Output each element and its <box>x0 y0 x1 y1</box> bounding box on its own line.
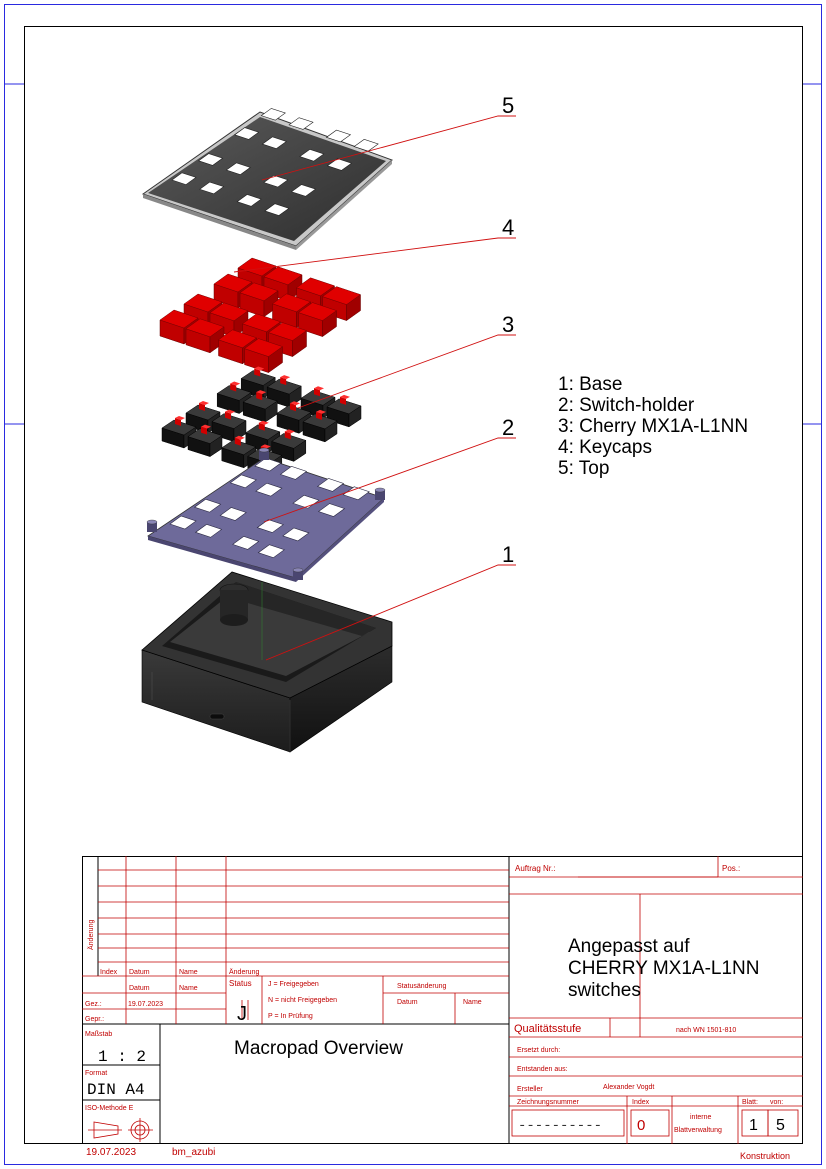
part-keycaps <box>159 257 362 374</box>
footer-user: bm_azubi <box>172 1147 215 1158</box>
projection-symbol-icon <box>88 1118 153 1142</box>
legend-item: 1: Base <box>558 374 622 395</box>
position-label: Pos.: <box>722 864 740 873</box>
status-value: J <box>237 1003 247 1025</box>
status-n: N = nicht Freigegeben <box>268 997 337 1004</box>
index-label: Index <box>632 1099 650 1106</box>
switch <box>211 409 247 443</box>
internal-admin-2: Blattverwaltung <box>674 1127 722 1134</box>
legend-item: 2: Switch-holder <box>558 395 695 416</box>
replaced-by: Ersetzt durch: <box>517 1047 560 1054</box>
drawing-number: ---------- <box>518 1118 602 1134</box>
col-index: Index <box>100 969 118 976</box>
callout-5: 5 <box>502 93 514 118</box>
status-name: Name <box>463 999 482 1006</box>
callout-1: 1 <box>502 542 514 567</box>
switch <box>266 375 302 408</box>
creator-label: Ersteller <box>517 1086 543 1093</box>
status-j: J = Freigegeben <box>268 981 319 988</box>
checked-label: Gepr.: <box>85 1016 104 1023</box>
title-block: Auftrag Nr.: Pos.: Angepasst auf CHERRY … <box>82 856 803 1161</box>
status-change: Statusänderung <box>397 983 447 990</box>
sheet-value: 1 <box>749 1117 758 1134</box>
sheet-label: Blatt: <box>742 1099 758 1106</box>
sheet-total: 5 <box>776 1117 785 1134</box>
callout-4: 4 <box>502 215 514 240</box>
switch <box>242 390 278 423</box>
legend-item: 5: Top <box>558 458 609 479</box>
part-switch-holder <box>146 447 386 582</box>
switch <box>271 429 307 462</box>
derived-from: Entstanden aus: <box>517 1066 568 1073</box>
order-number-label: Auftrag Nr.: <box>515 864 555 873</box>
of-label: von: <box>770 1099 783 1106</box>
callout-numbers: 1 2 3 4 5 <box>502 93 514 567</box>
format-label: Format <box>85 1070 107 1077</box>
change-vertical-label: Änderung <box>87 920 95 950</box>
row-name: Name <box>179 985 198 992</box>
switch <box>326 394 362 428</box>
switch <box>161 416 197 449</box>
leader-lines <box>233 115 516 661</box>
note-line-1: Angepasst auf <box>568 936 690 957</box>
scale-label: Maßstab <box>85 1031 112 1038</box>
internal-admin-1: interne <box>690 1114 712 1121</box>
quality-standard: nach WN 1501-810 <box>676 1027 736 1034</box>
legend-item: 3: Cherry MX1A-L1NN <box>558 416 748 437</box>
index-value: 0 <box>637 1117 645 1134</box>
sheet-border <box>4 4 822 1165</box>
scale-value: 1 : 2 <box>98 1048 146 1066</box>
keycap <box>185 318 225 354</box>
drawn-label: Gez.: <box>85 1001 102 1008</box>
creator-name: Alexander Vogdt <box>603 1084 654 1091</box>
drawing-title: Macropad Overview <box>234 1038 403 1059</box>
note-line-2: CHERRY MX1A-L1NN <box>568 958 759 979</box>
format-value: DIN A4 <box>87 1081 145 1099</box>
status-label: Status <box>229 979 252 988</box>
switch <box>302 409 338 443</box>
part-top-plate <box>141 108 393 250</box>
part-switches <box>161 366 362 477</box>
drawn-date: 19.07.2023 <box>128 1001 163 1008</box>
row-date: Datum <box>129 985 150 992</box>
part-base <box>141 571 393 753</box>
callout-2: 2 <box>502 415 514 440</box>
callout-3: 3 <box>502 312 514 337</box>
footer-department: Konstruktion <box>740 1151 790 1161</box>
col-date: Datum <box>129 969 150 976</box>
note-line-3: switches <box>568 980 641 1001</box>
quality-label: Qualitätsstufe <box>514 1023 581 1035</box>
footer-date: 19.07.2023 <box>86 1147 136 1158</box>
col-name: Name <box>179 969 198 976</box>
iso-label: ISO-Methode E <box>85 1105 134 1112</box>
legend-item: 4: Keycaps <box>558 437 652 458</box>
col-change: Änderung <box>229 968 259 976</box>
keycap <box>243 338 284 374</box>
status-date: Datum <box>397 999 418 1006</box>
drawing-number-label: Zeichnungsnummer <box>517 1099 580 1106</box>
switch <box>276 401 312 434</box>
parts-legend: 1: Base 2: Switch-holder 3: Cherry MX1A-… <box>558 374 748 479</box>
status-p: P = In Prüfung <box>268 1013 313 1020</box>
switch <box>187 424 223 458</box>
